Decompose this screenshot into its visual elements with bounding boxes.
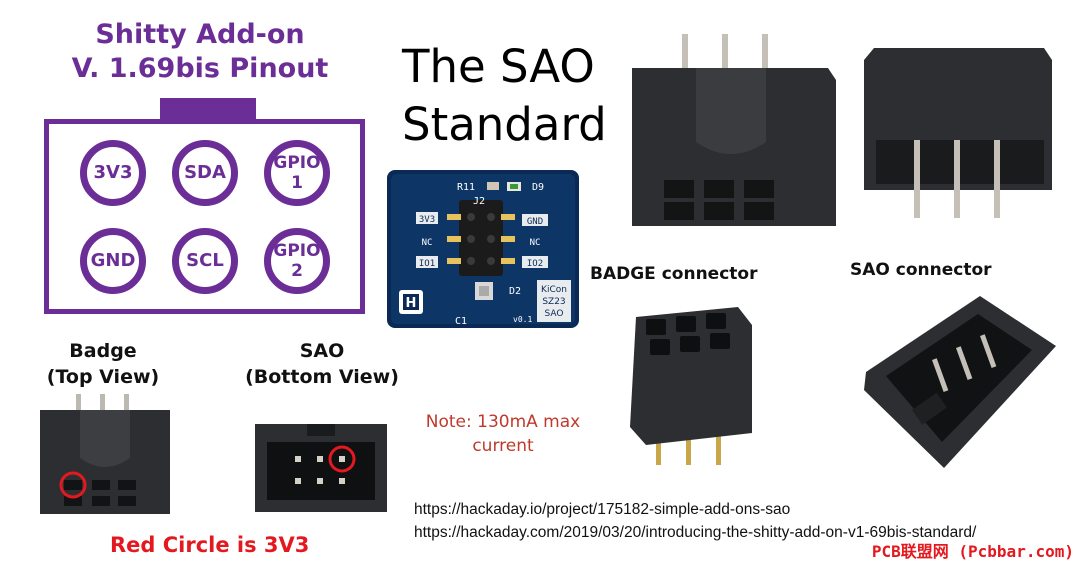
note-line1: Note: 130mA max bbox=[425, 412, 581, 432]
pcb-silk-sao: SAO bbox=[545, 309, 564, 319]
pin-sda: SDA bbox=[172, 140, 238, 206]
badge-view-label-line2: (Top View) bbox=[46, 366, 160, 388]
heading-line1: The SAO bbox=[402, 40, 595, 93]
link-hackaday-io[interactable]: https://hackaday.io/project/175182-simpl… bbox=[414, 501, 791, 518]
pcb-refdes-c1: C1 bbox=[455, 316, 467, 327]
pinout-diagram: 3V3 SDA GPIO 1 GND SCL GPIO 2 bbox=[44, 119, 365, 314]
hackaday-logo-icon: H bbox=[406, 296, 417, 311]
sao-view-label-line1: SAO bbox=[299, 340, 345, 362]
pinout-key-notch bbox=[160, 98, 256, 123]
sao-bottom-view-photo bbox=[255, 424, 387, 512]
sao-standard-heading: The SAO Standard bbox=[402, 38, 607, 154]
sao-connector-label: SAO connector bbox=[850, 260, 992, 280]
watermark: PCB联盟网 (Pcbbar.com) bbox=[871, 542, 1074, 561]
sao-pcb-image: 3V3 NC IO1 GND NC IO2 R11 D9 J2 D2 C1 Ki… bbox=[387, 170, 579, 328]
heading-line2: Standard bbox=[402, 98, 607, 151]
pin-gnd: GND bbox=[80, 228, 146, 294]
pcb-refdes-d2: D2 bbox=[509, 286, 521, 297]
badge-view-label: Badge (Top View) bbox=[40, 338, 166, 390]
sao-connector-photo-top bbox=[856, 40, 1066, 240]
pin-3v3: 3V3 bbox=[80, 140, 146, 206]
badge-top-view-photo bbox=[30, 392, 180, 524]
pcb-left-label-3v3: 3V3 bbox=[419, 215, 435, 225]
pcb-right-label-nc: NC bbox=[530, 238, 541, 248]
pinout-title: Shitty Add-on V. 1.69bis Pinout bbox=[40, 18, 360, 86]
pcb-silk-sz23: SZ23 bbox=[542, 297, 565, 307]
pcb-refdes-d9: D9 bbox=[532, 182, 544, 193]
pin-gpio1: GPIO 1 bbox=[264, 140, 330, 206]
pcb-right-label-gnd: GND bbox=[527, 217, 543, 227]
current-note: Note: 130mA max current bbox=[418, 410, 588, 458]
pin-scl: SCL bbox=[172, 228, 238, 294]
pcb-left-label-nc: NC bbox=[422, 238, 433, 248]
pcb-refdes-j2: J2 bbox=[473, 196, 485, 207]
pinout-title-line1: Shitty Add-on bbox=[95, 19, 305, 50]
link-hackaday-com[interactable]: https://hackaday.com/2019/03/20/introduc… bbox=[414, 524, 977, 541]
red-circle-caption: Red Circle is 3V3 bbox=[110, 533, 310, 557]
pcb-silk-kicon: KiCon bbox=[541, 285, 567, 295]
pcb-right-label-io2: IO2 bbox=[527, 259, 543, 269]
pcb-left-label-io1: IO1 bbox=[419, 259, 435, 269]
sao-3v3-red-circle bbox=[328, 445, 356, 473]
pin-gpio2: GPIO 2 bbox=[264, 228, 330, 294]
badge-connector-photo bbox=[620, 295, 760, 470]
pcb-version: v0.1 bbox=[513, 315, 532, 324]
sao-connector-photo bbox=[860, 290, 1060, 470]
note-line2: current bbox=[472, 436, 534, 456]
reference-links: https://hackaday.io/project/175182-simpl… bbox=[414, 498, 976, 544]
badge-view-label-line1: Badge bbox=[69, 340, 137, 362]
sao-view-label-line2: (Bottom View) bbox=[245, 366, 399, 388]
badge-3v3-red-circle bbox=[59, 471, 87, 499]
pcb-refdes-r11: R11 bbox=[457, 182, 475, 193]
badge-connector-photo-top bbox=[618, 30, 848, 240]
badge-connector-label: BADGE connector bbox=[590, 264, 758, 284]
sao-view-label: SAO (Bottom View) bbox=[238, 338, 406, 390]
pinout-title-line2: V. 1.69bis Pinout bbox=[71, 53, 329, 84]
